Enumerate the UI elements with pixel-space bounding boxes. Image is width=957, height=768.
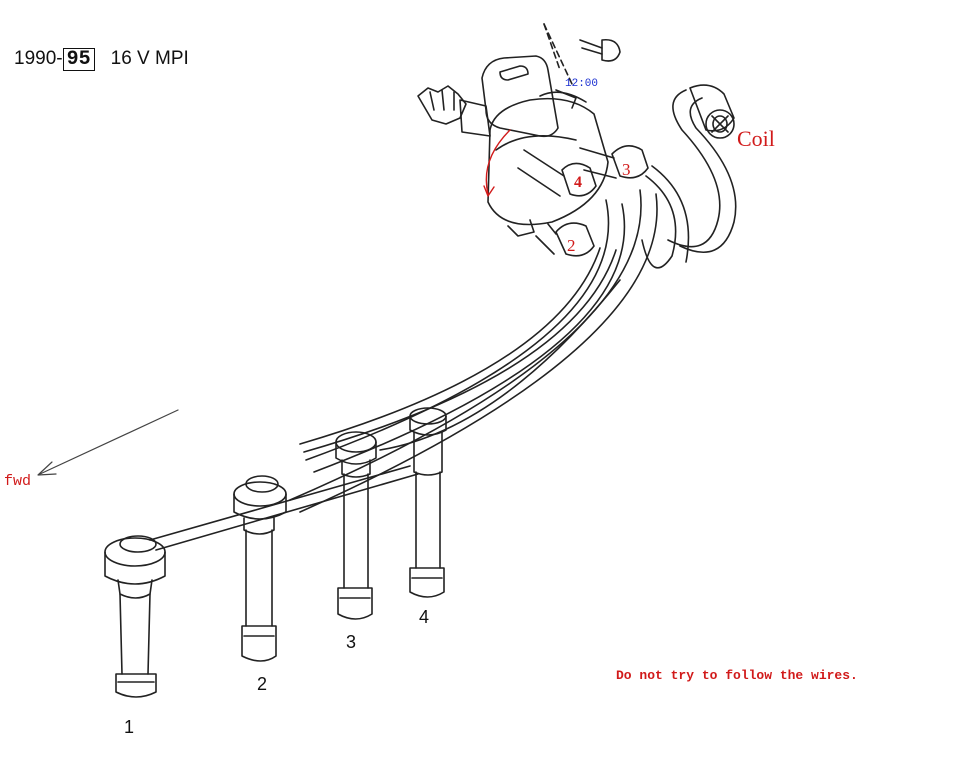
- forward-arrow: [39, 409, 179, 475]
- plug-boot-2: [233, 475, 287, 662]
- plug-number-4: 4: [419, 607, 430, 627]
- terminal-label-2: 2: [567, 236, 576, 255]
- plug-number-1: 1: [124, 717, 135, 737]
- terminal-label-4: 4: [574, 174, 582, 191]
- rotation-arrow: [485, 129, 511, 195]
- year-range-highlight: 95: [62, 48, 95, 71]
- plug-boot-3: [335, 431, 377, 620]
- diagram-title: 1990-95 16 V MPI: [14, 48, 189, 71]
- plug-number-3: 3: [346, 632, 357, 652]
- coil-lead: [641, 84, 737, 269]
- wire-bundle: [149, 189, 658, 551]
- forward-label: fwd: [4, 473, 32, 490]
- engine-label: 16 V MPI: [110, 48, 189, 69]
- coil-label: Coil: [737, 126, 775, 151]
- plug-number-2: 2: [257, 674, 268, 694]
- plug-boot-1: [104, 535, 166, 698]
- year-range-prefix: 1990-: [14, 48, 63, 69]
- terminal-label-3: 3: [622, 160, 631, 179]
- plug-boot-4: [409, 407, 447, 598]
- distributor: [417, 23, 649, 257]
- warning-note: Do not try to follow the wires.: [616, 668, 858, 683]
- clock-position-label: 12:00: [565, 78, 599, 90]
